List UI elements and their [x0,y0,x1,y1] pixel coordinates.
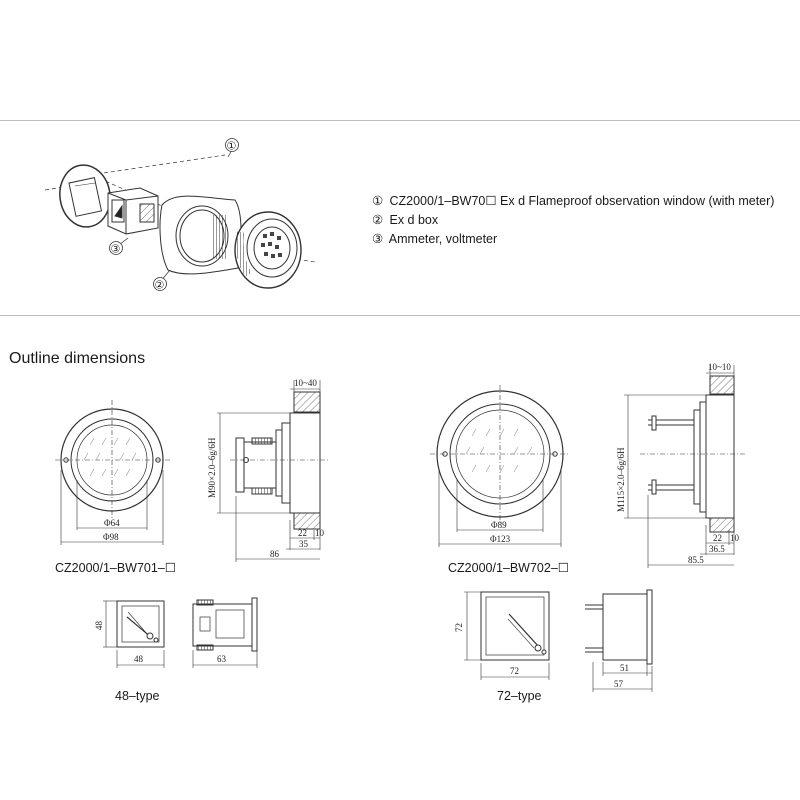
bw702-phi89: Φ89 [491,520,507,530]
type72-dim-51: 51 [620,663,629,673]
bw702-dim-36-5: 36.5 [709,544,725,554]
type72-label: 72–type [497,689,542,703]
bw702-side-view [624,365,745,568]
bw701-dim-10-40: 10~40 [294,378,317,388]
type48-side-view [192,597,258,668]
exploded-view [44,138,316,291]
callout-2: ② [155,280,165,292]
bw701-phi64: Φ64 [104,518,120,528]
bw701-dim-22: 22 [298,528,307,538]
bw702-model-label: CZ2000/1–BW702–☐ [448,561,569,575]
bw701-thread: M90×2.0–6g/6H [207,437,217,498]
top-divider [0,120,800,121]
legend-item-2: ② Ex d box [372,213,439,227]
meter-box-part [107,187,159,235]
bw702-thread: M115×2.0–6g/6H [616,447,626,512]
type72-dim-h: 72 [454,623,464,632]
type72-dim-57: 57 [614,679,624,689]
type48-dim-depth: 63 [217,654,227,664]
bw701-dim-10: 10 [315,528,325,538]
legend-item-3: ③ Ammeter, voltmeter [372,232,498,246]
bw701-model-label: CZ2000/1–BW701–☐ [55,561,176,575]
bw702-dim-10: 10 [730,533,740,543]
type48-dim-w: 48 [134,654,144,664]
bw702-front-view [430,385,570,547]
bw702-dim-22: 22 [713,533,722,543]
bw701-side-view [217,380,330,562]
type72-side-view [585,589,653,692]
ex-d-box-part [159,195,242,275]
window-ring-part [234,211,302,289]
type48-front-view [103,600,165,668]
bw701-dim-86: 86 [270,549,280,559]
parts-legend: ① CZ2000/1–BW70☐ Ex d Flameproof observa… [372,192,774,249]
bw701-dim-35: 35 [299,539,309,549]
type72-dim-w: 72 [510,666,519,676]
callout-3: ③ [111,244,121,256]
section-title: Outline dimensions [9,350,146,367]
bw701-phi98: Φ98 [103,532,119,542]
bw702-phi123: Φ123 [490,534,511,544]
callout-1: ① [227,141,237,153]
bw702-dim-85-5: 85.5 [688,555,704,565]
type48-label: 48–type [115,689,160,703]
glass-window-part [59,164,111,228]
mid-divider [0,315,800,316]
type72-front-view [464,591,550,680]
type48-dim-h: 48 [94,621,104,631]
bw701-front-view [55,400,170,545]
legend-item-1: ① CZ2000/1–BW70☐ Ex d Flameproof observa… [372,194,775,208]
bw702-dim-top: 10~10 [708,362,731,372]
